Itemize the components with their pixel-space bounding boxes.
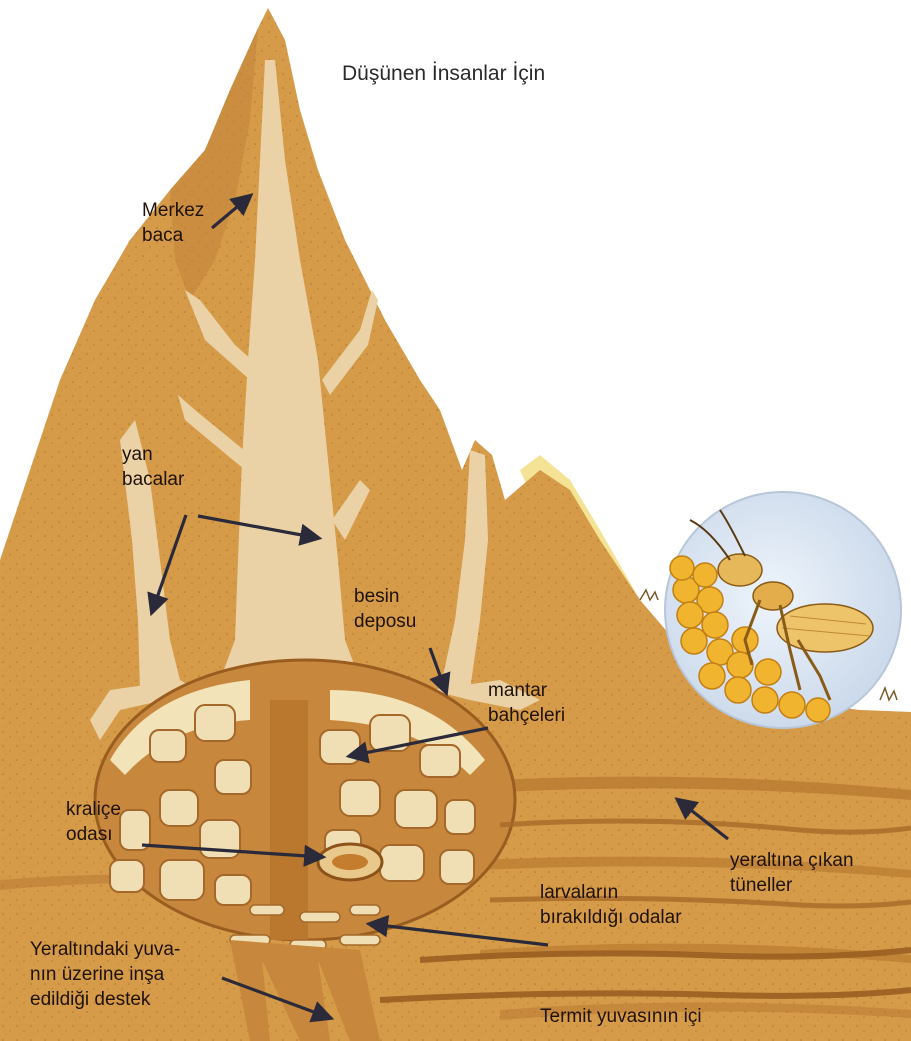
label-mantar-bahceleri: mantar bahçeleri (488, 678, 565, 728)
label-larva-odalari: larvaların bırakıldığı odalar (540, 880, 682, 930)
dome-central-shaft (270, 700, 308, 940)
label-besin-deposu: besin deposu (354, 584, 416, 634)
label-line: Merkez (142, 198, 204, 223)
label-line: nın üzerine inşa (30, 962, 180, 987)
label-line: Termit yuvasının içi (540, 1004, 702, 1029)
label-line: yeraltına çıkan (730, 848, 854, 873)
termite-magnifier (665, 492, 901, 728)
label-line: larvaların (540, 880, 682, 905)
label-line: Yeraltındaki yuva- (30, 937, 180, 962)
label-yeraltina-tuneller: yeraltına çıkan tüneller (730, 848, 854, 898)
label-kralice-odasi: kraliçe odası (66, 797, 121, 847)
label-line: odası (66, 822, 121, 847)
label-line: edildiği destek (30, 987, 180, 1012)
label-line: deposu (354, 609, 416, 634)
label-line: yan (122, 442, 184, 467)
label-line: kraliçe (66, 797, 121, 822)
queen-chamber-inner (332, 854, 368, 870)
label-merkez-baca: Merkez baca (142, 198, 204, 248)
label-line: baca (142, 223, 204, 248)
label-line: bırakıldığı odalar (540, 905, 682, 930)
label-termit-yuvasi: Termit yuvasının içi (540, 1004, 702, 1029)
label-destek: Yeraltındaki yuva- nın üzerine inşa edil… (30, 937, 180, 1012)
label-line: bahçeleri (488, 703, 565, 728)
label-yan-bacalar: yan bacalar (122, 442, 184, 492)
label-line: bacalar (122, 467, 184, 492)
label-line: tüneller (730, 873, 854, 898)
label-line: mantar (488, 678, 565, 703)
page-title: Düşünen İnsanlar İçin (342, 62, 545, 86)
label-line: besin (354, 584, 416, 609)
